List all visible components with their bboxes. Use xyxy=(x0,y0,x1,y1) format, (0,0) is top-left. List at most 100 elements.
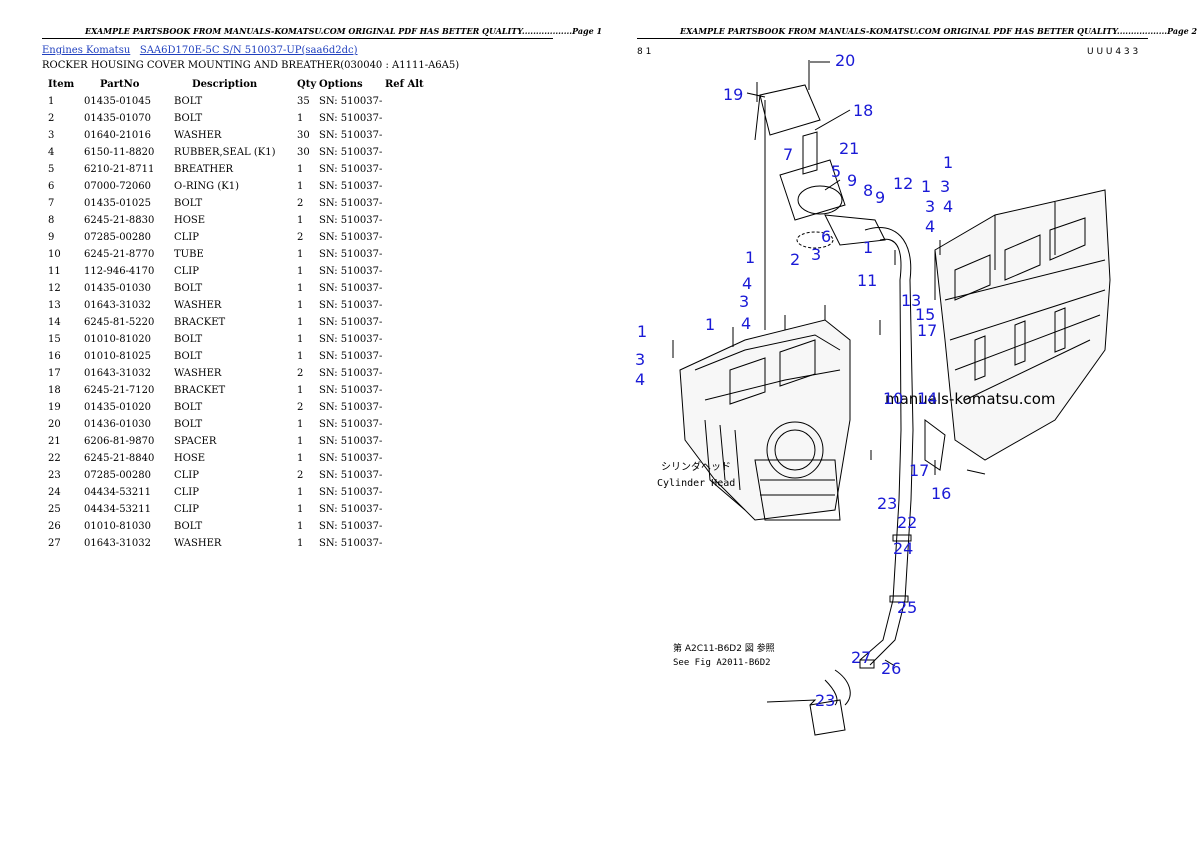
options-cell: SN: 510037- xyxy=(319,147,383,158)
partno-cell: 01435-01020 xyxy=(84,402,152,413)
description-cell: BOLT xyxy=(174,419,203,430)
callout-number: 3 xyxy=(925,197,935,216)
col-qty: Qty xyxy=(297,79,317,90)
item-cell: 6 xyxy=(48,181,55,192)
page-1: EXAMPLE PARTSBOOK FROM MANUALS-KOMATSU.C… xyxy=(0,0,602,842)
item-cell: 25 xyxy=(48,504,61,515)
col-ref-alt: Ref Alt xyxy=(385,79,424,90)
options-cell: SN: 510037- xyxy=(319,385,383,396)
partno-cell: 07285-00280 xyxy=(84,470,152,481)
item-cell: 8 xyxy=(48,215,55,226)
partno-cell: 6150-11-8820 xyxy=(84,147,155,158)
options-cell: SN: 510037- xyxy=(319,351,383,362)
description-cell: BOLT xyxy=(174,198,203,209)
qty-cell: 1 xyxy=(297,113,304,124)
description-cell: WASHER xyxy=(174,368,222,379)
item-cell: 24 xyxy=(48,487,61,498)
partno-cell: 01435-01030 xyxy=(84,283,152,294)
options-cell: SN: 510037- xyxy=(319,215,383,226)
breadcrumb-sep xyxy=(133,45,136,56)
description-cell: CLIP xyxy=(174,232,199,243)
partno-cell: 6245-21-8830 xyxy=(84,215,155,226)
description-cell: WASHER xyxy=(174,538,222,549)
ref-alt-cell xyxy=(385,263,425,280)
callout-number: 3 xyxy=(940,177,950,196)
ref-alt-cell xyxy=(385,518,425,535)
qty-cell: 1 xyxy=(297,164,304,175)
options-cell: SN: 510037- xyxy=(319,198,383,209)
options-cell: SN: 510037- xyxy=(319,436,383,447)
ref-alt-cell xyxy=(385,450,425,467)
header-rule xyxy=(637,38,1148,39)
options-cell: SN: 510037- xyxy=(319,113,383,124)
ref-alt-cell xyxy=(385,382,425,399)
item-cell: 14 xyxy=(48,317,61,328)
item-cell: 27 xyxy=(48,538,61,549)
ref-alt-cell xyxy=(385,399,425,416)
callout-number: 4 xyxy=(635,370,645,389)
item-cell: 1 xyxy=(48,96,55,107)
description-cell: CLIP xyxy=(174,487,199,498)
partno-cell: 01643-31032 xyxy=(84,300,152,311)
item-cell: 21 xyxy=(48,436,61,447)
partno-cell: 01643-31032 xyxy=(84,538,152,549)
options-cell: SN: 510037- xyxy=(319,504,383,515)
breadcrumb-model-link[interactable]: SAA6D170E-5C S/N 510037-UP(saa6d2dc) xyxy=(139,45,358,56)
cylinder-head-label-jp: シリンダヘッド xyxy=(661,460,731,473)
description-cell: HOSE xyxy=(174,215,206,226)
breadcrumb-root-link[interactable]: Engines Komatsu xyxy=(42,45,131,56)
callout-number: 3 xyxy=(635,350,645,369)
callout-number: 3 xyxy=(811,245,821,264)
qty-cell: 2 xyxy=(297,470,304,481)
partno-cell: 01010-81020 xyxy=(84,334,152,345)
see-fig-label-jp: 第 A2C11-B6D2 図 参照 xyxy=(673,642,775,654)
description-cell: BOLT xyxy=(174,283,203,294)
options-cell: SN: 510037- xyxy=(319,487,383,498)
qty-cell: 2 xyxy=(297,402,304,413)
parts-table: Item PartNo Description Qty Options Ref … xyxy=(42,76,425,552)
options-cell: SN: 510037- xyxy=(319,419,383,430)
qty-cell: 1 xyxy=(297,283,304,294)
options-cell: SN: 510037- xyxy=(319,96,383,107)
ref-alt-cell xyxy=(385,161,425,178)
partno-cell: 04434-53211 xyxy=(84,504,152,515)
partno-cell: 6206-81-9870 xyxy=(84,436,155,447)
ref-alt-cell xyxy=(385,93,425,110)
description-cell: CLIP xyxy=(174,266,199,277)
partno-cell: 01010-81030 xyxy=(84,521,152,532)
ref-alt-cell xyxy=(385,467,425,484)
col-options: Options xyxy=(319,79,363,90)
options-cell: SN: 510037- xyxy=(319,249,383,260)
partno-cell: 01435-01025 xyxy=(84,198,152,209)
ref-alt-cell xyxy=(385,229,425,246)
description-cell: BOLT xyxy=(174,334,203,345)
item-cell: 15 xyxy=(48,334,61,345)
callout-number: 2 xyxy=(790,250,800,269)
callout-number: 6 xyxy=(821,227,831,246)
diagram-code-right: U U U 4 3 3 xyxy=(1087,47,1138,57)
partno-cell: 01435-01070 xyxy=(84,113,152,124)
qty-cell: 1 xyxy=(297,538,304,549)
options-cell: SN: 510037- xyxy=(319,164,383,175)
ref-alt-cell xyxy=(385,416,425,433)
partno-cell: 01640-21016 xyxy=(84,130,152,141)
partno-cell: 07285-00280 xyxy=(84,232,152,243)
ref-alt-cell xyxy=(385,280,425,297)
description-cell: HOSE xyxy=(174,453,206,464)
options-cell: SN: 510037- xyxy=(319,283,383,294)
options-cell: SN: 510037- xyxy=(319,130,383,141)
callout-number: 1 xyxy=(943,153,953,172)
qty-cell: 1 xyxy=(297,504,304,515)
item-cell: 19 xyxy=(48,402,61,413)
